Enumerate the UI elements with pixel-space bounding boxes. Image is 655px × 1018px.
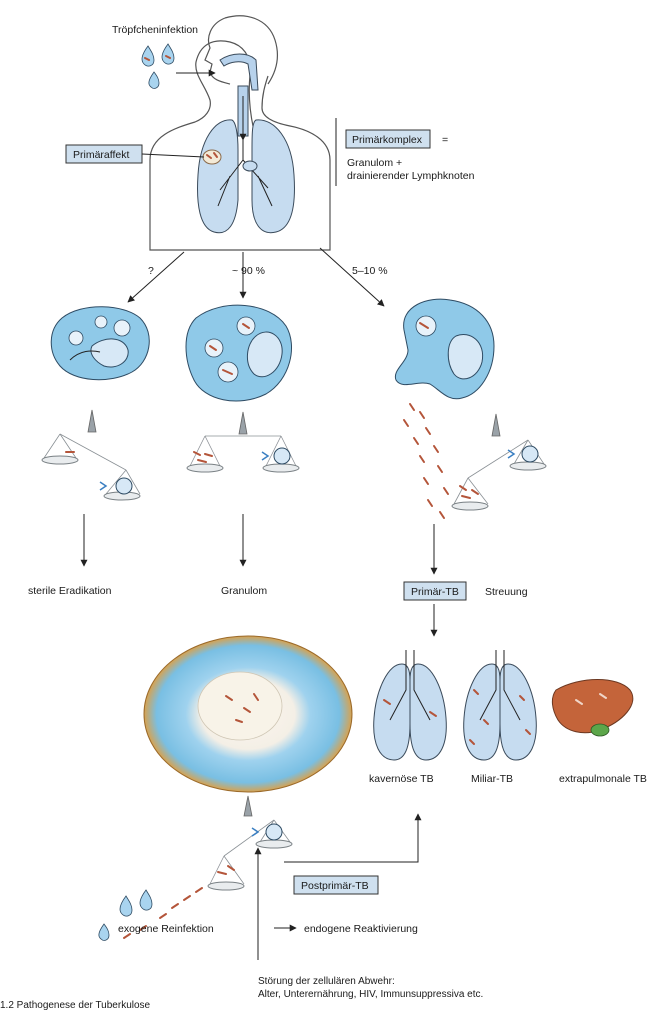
postprimary-flow <box>254 813 422 960</box>
label-exogenous-reinfection: exogene Reinfektion <box>118 923 214 935</box>
bacteria-stream <box>403 403 449 519</box>
liver-extrapulmonary <box>551 679 634 737</box>
lungs-miliary <box>463 650 537 761</box>
lungs-cavernous <box>373 650 447 761</box>
primary-tb-box: Primär-TB <box>403 581 467 601</box>
macrophage-ruptured <box>394 298 495 400</box>
label-miliary-tb: Miliar-TB <box>471 773 513 785</box>
label-granuloma: Granulom <box>221 585 267 597</box>
label-extrapulmonary-tb: extrapulmonale TB <box>559 773 647 785</box>
label-endogenous-reactivation: endogene Reaktivierung <box>304 923 418 935</box>
macrophage-middle <box>185 304 293 402</box>
primary-complex-group: Primärkomplex = Granulom + drainierender… <box>335 118 475 186</box>
label-cavernous-tb: kavernöse TB <box>369 773 434 785</box>
primary-affect-box: Primäraffekt <box>65 144 205 164</box>
postprimary-tb-box: Postprimär-TB <box>293 875 379 895</box>
label-branch-right: 5–10 % <box>352 265 388 277</box>
granuloma-illustration <box>143 635 353 793</box>
label-dissemination: Streuung <box>485 586 528 598</box>
label-droplet-infection: Tröpfcheninfektion <box>112 24 198 36</box>
label-primary-complex: Primärkomplex <box>352 134 423 146</box>
scale-middle <box>186 411 300 473</box>
scale-right <box>451 413 547 511</box>
label-branch-left: ? <box>148 265 154 277</box>
macrophage-left <box>50 306 150 381</box>
label-primary-affect: Primäraffekt <box>73 149 129 161</box>
label-primary-tb: Primär-TB <box>411 586 459 598</box>
label-postprimary-tb: Postprimär-TB <box>301 880 369 892</box>
label-immune-causes: Alter, Unterernährung, HIV, Immunsuppres… <box>258 989 483 1000</box>
label-equals: = <box>442 134 448 146</box>
torso-illustration <box>149 15 331 251</box>
scale-left <box>41 409 141 501</box>
label-granuloma-plus: Granulom + <box>347 157 402 169</box>
scale-granuloma <box>207 795 293 891</box>
label-sterile-eradication: sterile Eradikation <box>28 585 112 597</box>
label-branch-mid: ~ 90 % <box>232 265 265 277</box>
figure-caption: 1.2 Pathogenese der Tuberkulose <box>0 1000 151 1011</box>
droplets-top <box>141 43 175 89</box>
outcome-arrows <box>80 514 438 637</box>
label-immune-disorder: Störung der zellulären Abwehr: <box>258 976 395 987</box>
label-draining-lymph: drainierender Lymphknoten <box>347 170 475 182</box>
branch-arrows: ? ~ 90 % 5–10 % <box>127 247 388 307</box>
reinfection-trail <box>98 887 203 941</box>
